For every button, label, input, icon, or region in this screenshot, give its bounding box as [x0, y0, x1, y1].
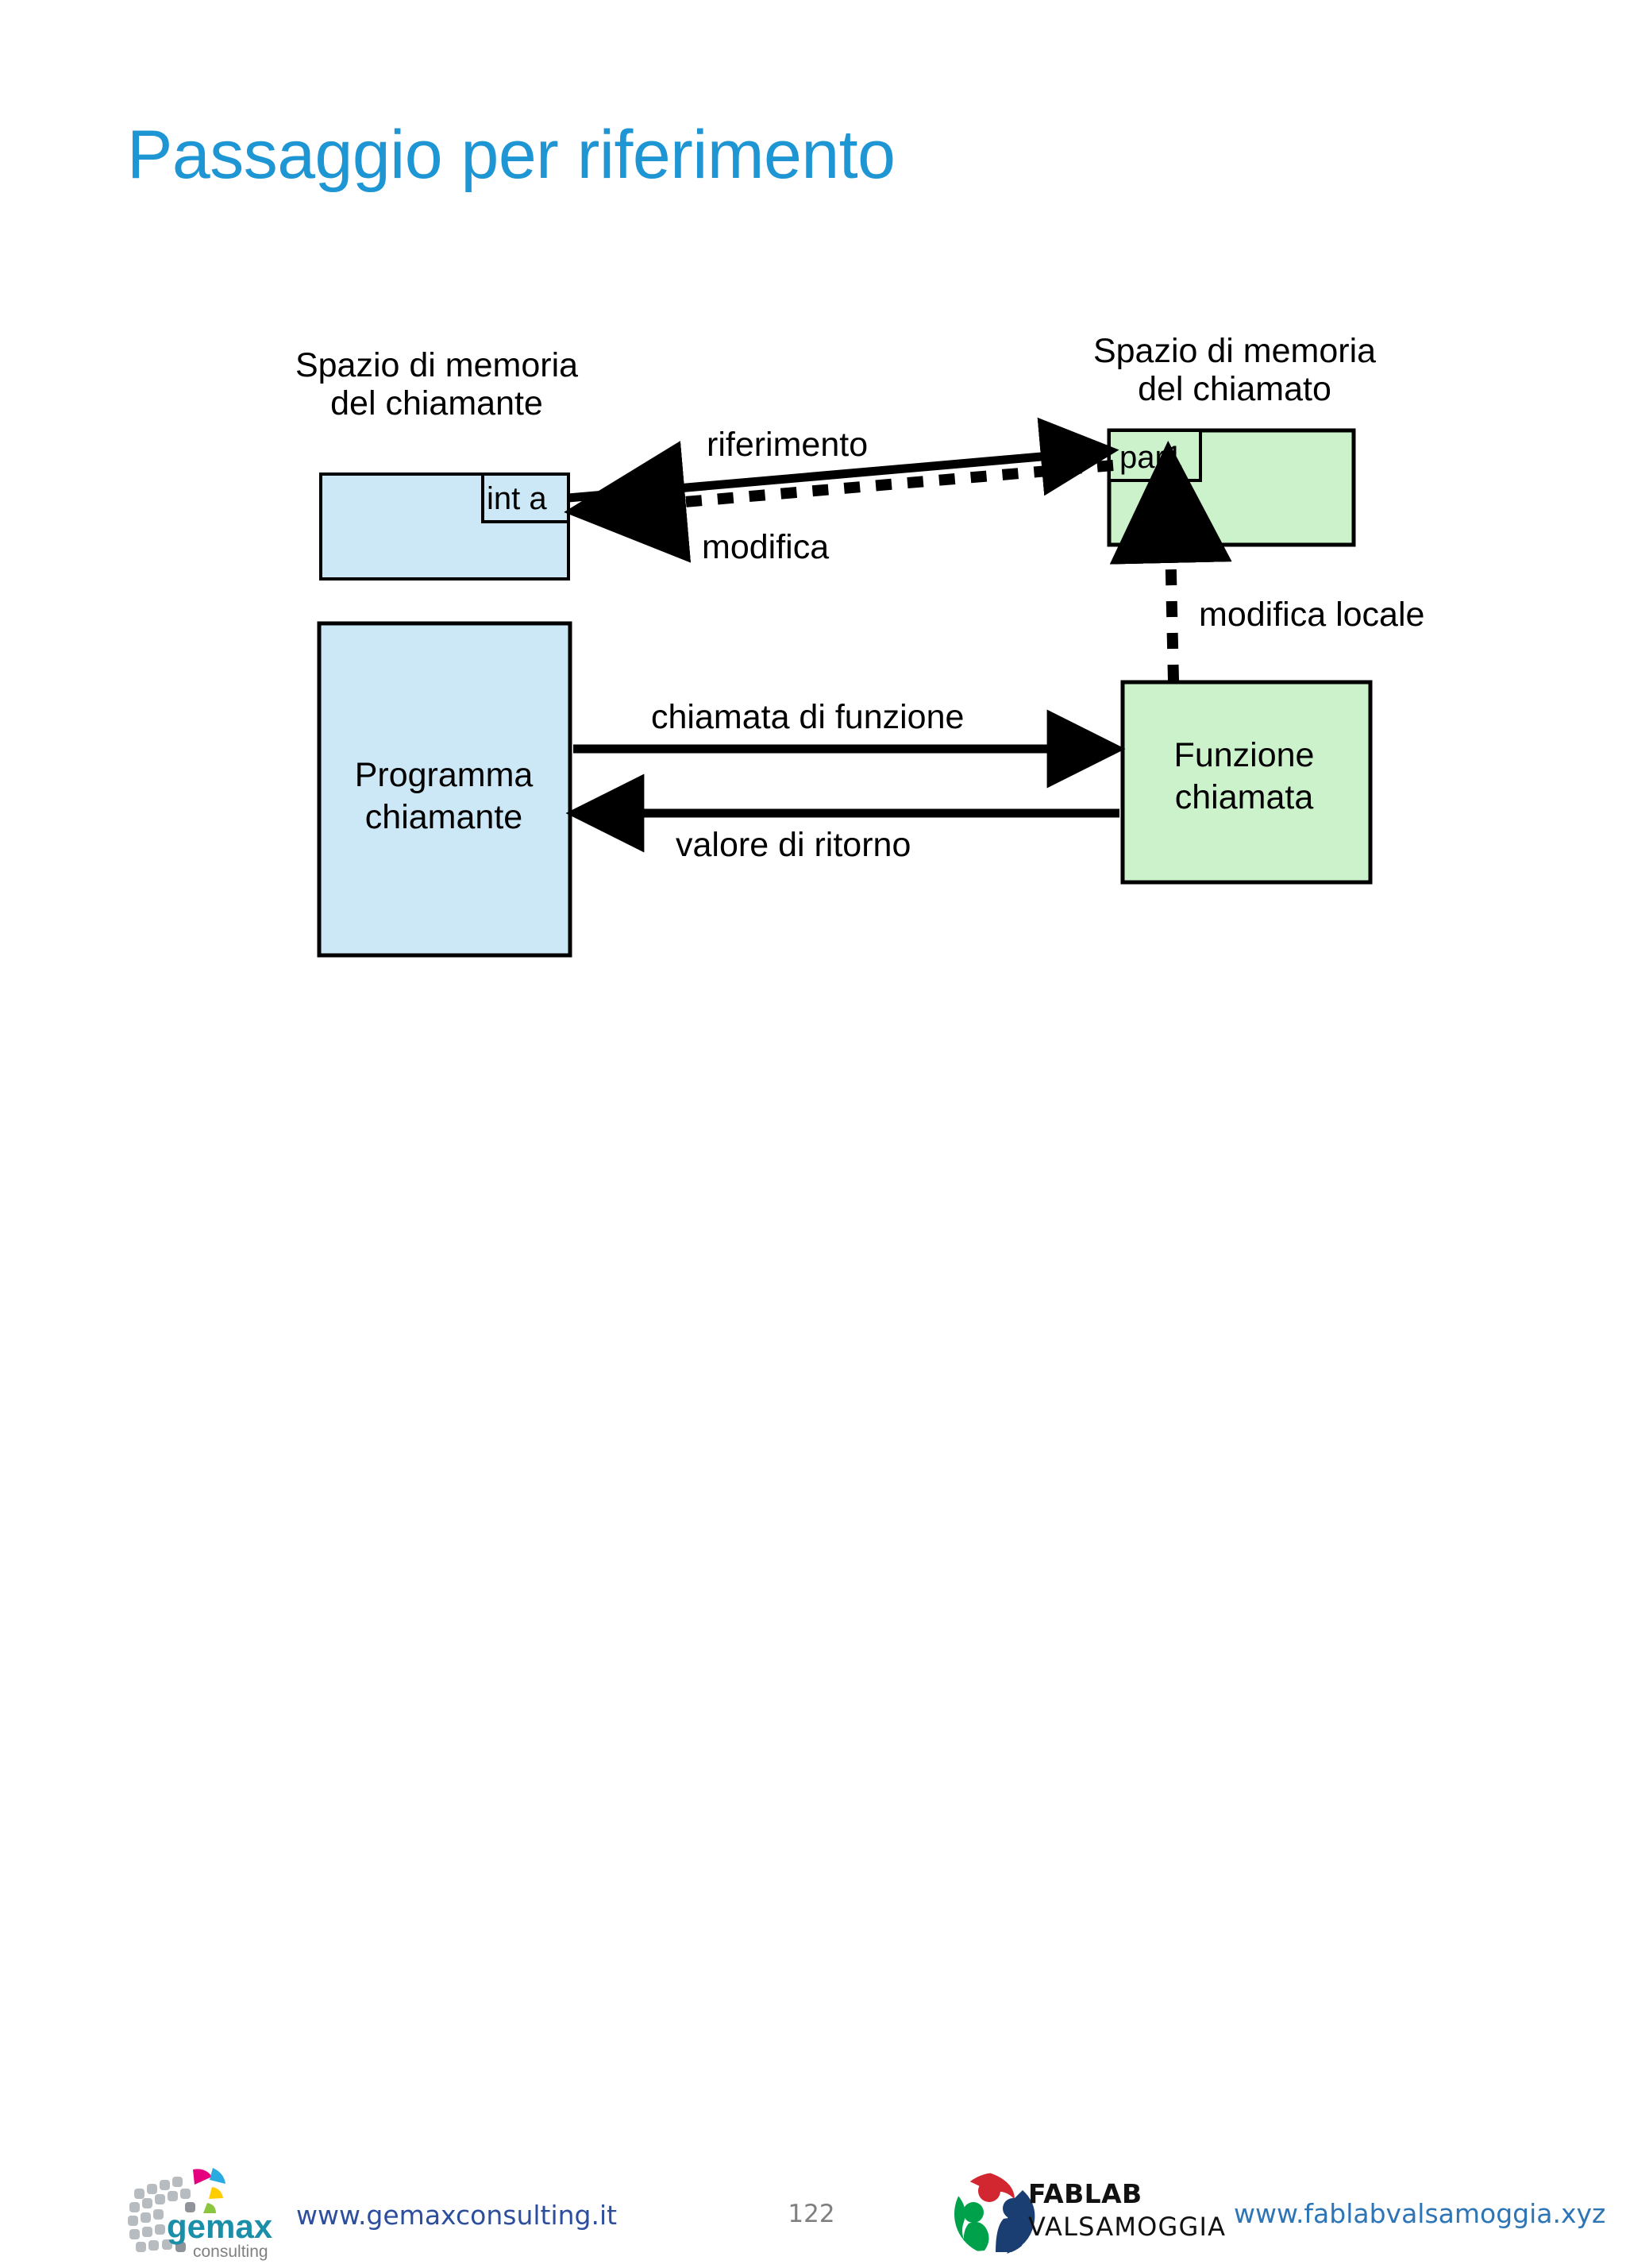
arrow-call-label: chiamata di funzione: [651, 698, 965, 736]
slide-footer: gemax consulting www.gemaxconsulting.it …: [0, 1078, 1626, 2261]
gemax-wordmark-text: gemax: [167, 2208, 273, 2245]
gemax-subwordmark-text: consulting: [193, 2243, 268, 2261]
fablab-wordmark-line2: VALSAMOGGIA: [1028, 2212, 1227, 2243]
gemax-url-link[interactable]: www.gemaxconsulting.it: [296, 2200, 618, 2231]
gemax-consulting-logo-icon: gemax consulting: [128, 2168, 273, 2261]
caller-memory-cell-int-a: [481, 472, 570, 523]
callee-memory-cell-label: par1: [1119, 440, 1184, 475]
arrow-local-modify-label: modifica locale: [1199, 596, 1425, 634]
arrow-return-label: valore di ritorno: [676, 826, 911, 864]
slide-root: Passaggio per riferimento: [0, 117, 1626, 2261]
caller-space-line1: Spazio di memoria: [295, 346, 579, 384]
callee-function-box: [1120, 680, 1373, 885]
arrow-reference-label: riferimento: [707, 426, 869, 464]
caller-memory-cell-label: int a: [487, 481, 547, 516]
caller-program-line2: chiamante: [364, 797, 523, 836]
fablab-url-link[interactable]: www.fablabvalsamoggia.xyz: [1234, 2198, 1606, 2229]
page-title: Passaggio per riferimento: [127, 117, 896, 193]
caller-program-box: [317, 621, 572, 958]
diagram-svg: [317, 417, 1373, 958]
fablab-wordmark-line1: FABLAB: [1028, 2178, 1142, 2209]
callee-space-line1: Spazio di memoria: [1092, 332, 1377, 370]
arrow-modify-label: modifica: [702, 528, 830, 566]
callee-function-line1: Funzione: [1173, 736, 1315, 774]
page-number: 122: [788, 2200, 835, 2228]
arrow-local-modify-line: [1109, 441, 1232, 681]
callee-function-line2: chiamata: [1174, 777, 1314, 816]
arrow-modify-line: [564, 441, 1114, 563]
fablab-wordmark: FABLAB VALSAMOGGIA: [1028, 2177, 1226, 2243]
caller-space-line2: del chiamante: [330, 384, 543, 423]
callee-space-line2: del chiamato: [1138, 370, 1331, 409]
caller-program-line1: Programma: [354, 756, 534, 794]
